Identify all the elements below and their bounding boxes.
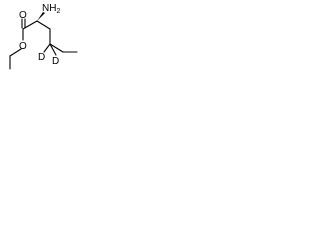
gamma-d2-bond — [49, 43, 57, 56]
gamma-d1-bond — [43, 43, 51, 53]
molecule-structure: NH2 O O D D — [9, 3, 78, 70]
carbonyl-oxygen-label: O — [19, 10, 27, 21]
ester-oxygen-label: O — [19, 41, 27, 52]
alpha-amine-wedge — [37, 12, 45, 21]
amine-label: NH2 — [42, 3, 60, 15]
gamma-delta-bond — [49, 43, 64, 53]
carbonyl-alpha-bond — [22, 20, 38, 30]
alpha-beta-bond — [36, 20, 51, 30]
deuterium-label-1: D — [38, 52, 45, 63]
ester-ethyl-bond — [9, 48, 22, 57]
deuterium-label-2: D — [52, 56, 59, 67]
